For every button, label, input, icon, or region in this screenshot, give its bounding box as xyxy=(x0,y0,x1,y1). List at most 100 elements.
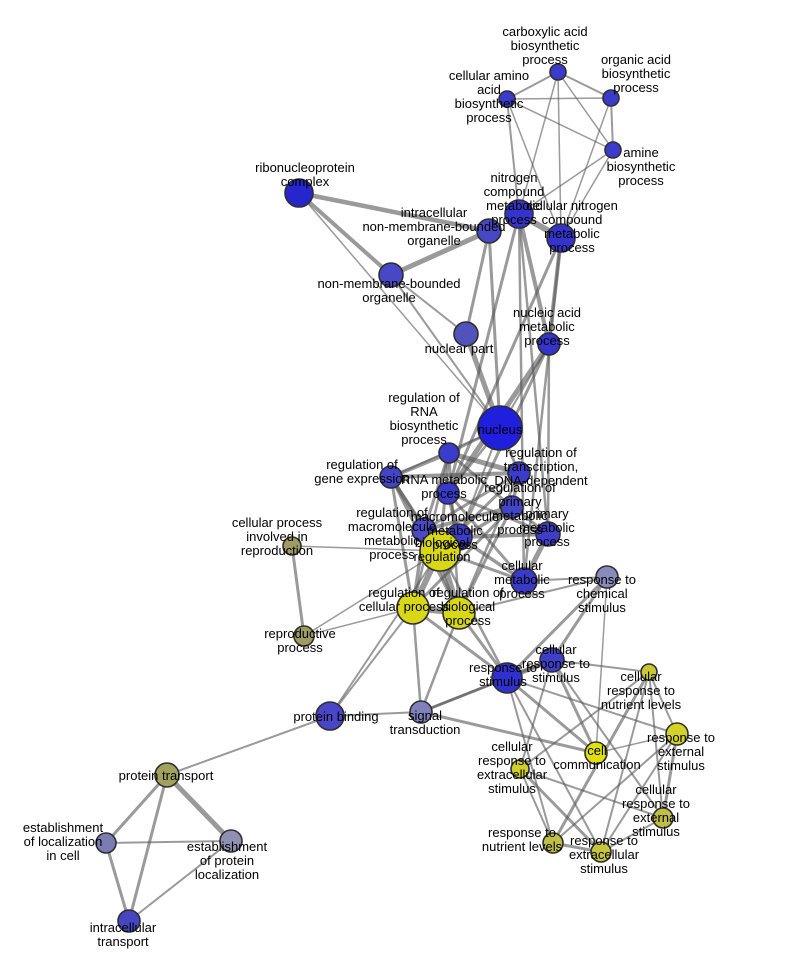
edge-rext-ccomm xyxy=(595,733,678,754)
node-amino[interactable] xyxy=(498,90,516,108)
edge-ptrans-estprot xyxy=(164,772,234,844)
node-ptrans[interactable] xyxy=(154,762,180,788)
edge-cnitro-rnamet xyxy=(446,236,563,495)
edge-reggene-regcell xyxy=(389,475,415,610)
edge-repro-bioreg xyxy=(303,550,441,637)
edge-rstim-respchem xyxy=(505,575,609,680)
edge-amino-nitro xyxy=(506,98,520,215)
node-estprot[interactable] xyxy=(219,829,243,853)
edge-ptrans-estloc xyxy=(104,773,169,845)
node-ccomm[interactable] xyxy=(584,741,608,765)
node-primmet[interactable] xyxy=(535,521,561,547)
node-regrna[interactable] xyxy=(438,442,460,464)
edge-crstim-crext xyxy=(551,659,664,819)
edge-carb-amine xyxy=(557,71,614,151)
node-bioreg[interactable] xyxy=(419,530,461,572)
edge-amino-amine xyxy=(506,98,614,151)
node-crextr[interactable] xyxy=(510,759,530,779)
edge-cpir-bioreg xyxy=(291,545,441,552)
node-cellmet[interactable] xyxy=(510,567,538,595)
node-npart[interactable] xyxy=(453,321,479,347)
node-rnut[interactable] xyxy=(542,832,564,854)
edge-ptrans-itrans xyxy=(127,773,169,923)
node-nmorg[interactable] xyxy=(378,262,404,288)
edge-crstim-ccomm xyxy=(550,658,598,755)
edge-regbio-signal xyxy=(419,611,461,714)
node-nitro[interactable] xyxy=(504,199,534,229)
edge-crextr-crext xyxy=(519,768,664,819)
node-crstim[interactable] xyxy=(539,647,565,673)
edge-crstim-respchem xyxy=(550,575,609,662)
node-estloc[interactable] xyxy=(95,832,117,854)
node-regtrans[interactable] xyxy=(507,461,531,485)
edge-repro-regcell xyxy=(303,607,414,637)
node-respchem[interactable] xyxy=(595,565,619,589)
node-pbind[interactable] xyxy=(315,701,345,731)
edge-crnut-crext xyxy=(648,671,664,819)
edge-nitro-nucleic xyxy=(517,212,551,346)
node-nucleic[interactable] xyxy=(537,332,561,356)
edge-pbind-bioreg xyxy=(329,550,441,717)
edge-nmorg-nucleus xyxy=(390,274,501,429)
node-rstim[interactable] xyxy=(491,662,523,694)
edge-macromet-primmet xyxy=(457,532,550,539)
edge-pbind-ptrans xyxy=(166,715,331,776)
edge-regrna-regtrans xyxy=(446,450,522,476)
edge-cnitro-cellmet xyxy=(522,236,563,583)
edge-carb-cnitro xyxy=(557,71,562,239)
edge-carb-amino xyxy=(506,71,559,100)
node-nucleus[interactable] xyxy=(477,405,523,451)
edge-nmorg-npart xyxy=(390,274,467,335)
edge-rstim-rext xyxy=(506,677,678,735)
edge-estprot-estloc xyxy=(105,840,232,844)
node-cnitro[interactable] xyxy=(546,223,576,253)
node-itrans[interactable] xyxy=(117,909,141,933)
edge-amine-nitro xyxy=(518,149,614,215)
edge-rnut-crextr xyxy=(519,768,554,844)
edge-pbind-signal xyxy=(329,711,422,717)
edge-nitro-cellmet xyxy=(517,212,526,583)
node-rext[interactable] xyxy=(665,722,689,746)
node-cpir[interactable] xyxy=(282,536,302,556)
edge-ccomm-respchem xyxy=(595,576,608,754)
node-reggene[interactable] xyxy=(379,465,403,489)
node-org[interactable] xyxy=(602,89,620,107)
edge-cellmet-respchem xyxy=(523,576,608,582)
node-regbio[interactable] xyxy=(442,596,476,630)
node-repro[interactable] xyxy=(293,625,315,647)
edge-carb-org xyxy=(557,71,612,99)
node-carb[interactable] xyxy=(549,63,567,81)
node-signal[interactable] xyxy=(409,700,433,724)
edge-rext-rextr xyxy=(600,733,678,853)
node-rextr[interactable] xyxy=(590,841,612,863)
edge-rextr-crextr xyxy=(518,767,603,854)
edge-rextr-crext xyxy=(600,817,664,853)
edge-crnut-rextr xyxy=(600,671,650,853)
edge-carb-nitro xyxy=(518,71,559,215)
nodes-layer xyxy=(95,63,689,933)
node-rnp[interactable] xyxy=(284,178,314,208)
node-crext[interactable] xyxy=(652,807,674,829)
edge-regcell-signal xyxy=(411,606,423,714)
edge-rstim-rextr xyxy=(506,677,602,853)
edge-crstim-crextr xyxy=(519,659,553,770)
node-regcell[interactable] xyxy=(396,591,430,625)
node-regprim[interactable] xyxy=(500,495,524,519)
node-amine[interactable] xyxy=(604,141,622,159)
edge-iorg-nmorg xyxy=(388,228,492,278)
edge-crstim-crnut xyxy=(551,659,650,673)
edge-iorg-npart xyxy=(464,229,491,336)
edge-estprot-itrans xyxy=(128,840,232,922)
edge-regprim-regbio xyxy=(457,505,514,615)
edge-amine-cnitro xyxy=(560,149,614,239)
edge-nucleic-primmet xyxy=(546,342,551,536)
node-iorg[interactable] xyxy=(476,218,502,244)
node-rnamet[interactable] xyxy=(436,481,460,505)
edges-layer xyxy=(104,71,679,923)
edge-regrna-regprim xyxy=(447,451,514,509)
node-crnut[interactable] xyxy=(640,663,658,681)
